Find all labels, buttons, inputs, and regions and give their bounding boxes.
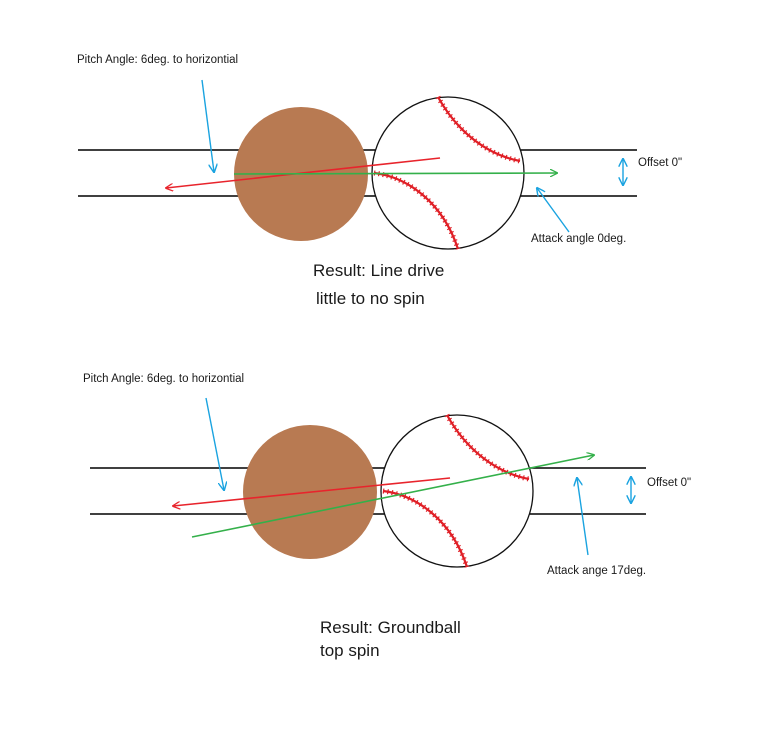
attack-pointer-arrow (577, 478, 589, 556)
result-label: Result: Groundball (320, 618, 461, 637)
result-detail-label: little to no spin (316, 289, 425, 308)
pitch-angle-label: Pitch Angle: 6deg. to horizontial (83, 373, 244, 385)
baseball (381, 415, 533, 567)
panel-1: Pitch Angle: 6deg. to horizontial Attack… (77, 54, 682, 308)
pitch-angle-arrow (173, 477, 451, 506)
result-detail-label: top spin (320, 641, 380, 660)
offset-label: Offset 0" (647, 477, 691, 489)
attack-angle-label: Attack angle 0deg. (531, 233, 626, 245)
offset-label: Offset 0" (638, 157, 682, 169)
attack-pointer-arrow (537, 188, 570, 233)
attack-angle-label: Attack ange 17deg. (547, 565, 646, 577)
pitch-pointer-arrow (201, 79, 214, 172)
panel-2: Pitch Angle: 6deg. to horizontial Attack… (83, 373, 691, 660)
attack-angle-arrow (191, 455, 594, 538)
result-label: Result: Line drive (313, 261, 444, 280)
pitch-pointer-arrow (205, 397, 224, 490)
attack-angle-arrow (233, 173, 557, 174)
pitch-angle-label: Pitch Angle: 6deg. to horizontial (77, 54, 238, 66)
